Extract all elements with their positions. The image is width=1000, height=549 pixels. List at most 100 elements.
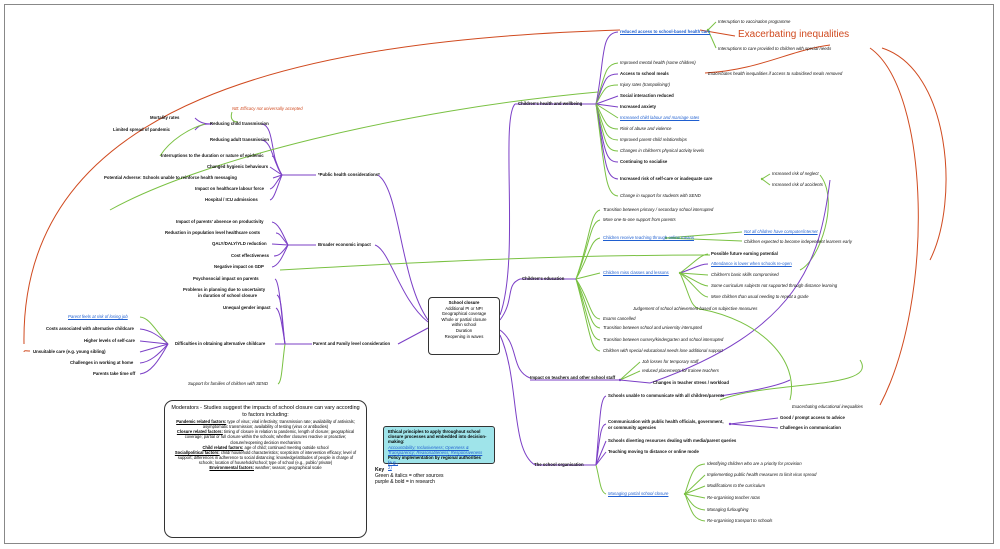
node-relationships: Improved parent-child relationships — [620, 137, 687, 142]
node-abuse: Risk of abuse and violence — [620, 126, 672, 131]
node-hospital: Hospital / ICU admissions — [205, 197, 258, 202]
node-anxiety: Increased anxiety — [620, 104, 657, 109]
node-efficacy-note: NB: Efficacy not universally accepted — [232, 106, 303, 111]
center-line: Geographical coverage — [441, 311, 487, 317]
moderator-text: type of virus; viral infectivity; transm… — [202, 419, 355, 430]
moderator-text: weather; season; geographical scale — [255, 465, 322, 471]
node-transition-primary: Transition between primary / secondary s… — [603, 207, 714, 212]
node-furloughing: Managing furloughing — [707, 507, 749, 512]
node-special-needs: Interruptions to care provided to childr… — [718, 46, 832, 51]
node-economic-item: Reduction in population level healthcare… — [165, 230, 261, 235]
branch-parent-family: Parent and Family level consideration — [313, 341, 391, 346]
moderator-label: Closure related factors: — [176, 429, 223, 435]
node-economic-item: Negative impact on GDP — [214, 264, 264, 269]
center-node-school-closure: School closure Additional PI or NPI Geog… — [428, 297, 500, 355]
ethics-policy-example-cont[interactable]: 2) — [388, 465, 392, 471]
node-activity: Changes in children's physical activity … — [620, 148, 705, 153]
edge-center-organisation — [499, 334, 536, 466]
node-independent: Children expected to become independent … — [744, 239, 852, 244]
edge-center-parent — [397, 327, 429, 345]
node-implementing: Implementing public health measures to l… — [707, 472, 817, 477]
node-communication-2: or community agencies — [608, 425, 656, 430]
edge-center-health — [499, 103, 516, 316]
node-exams-cancelled: Exams cancelled — [603, 316, 636, 321]
node-no-computer[interactable]: Not all children have computer/internet — [744, 229, 818, 234]
moderators-heading: Moderators - Studies suggest the impacts… — [171, 405, 360, 418]
ethics-box: Ethical principles to apply throughout s… — [383, 426, 495, 470]
node-online-teaching[interactable]: Children receive teaching through online… — [603, 235, 695, 240]
key-line-purple: purple & bold = in research — [375, 479, 435, 485]
node-planning-1: Problems in planning due to uncertainty — [183, 287, 266, 292]
node-hygienic: Changed hygienic behaviours — [207, 164, 269, 169]
edge-ph-adverse — [272, 174, 283, 179]
branch-public-health: *Public health considerations* — [318, 172, 380, 177]
node-transport: Re-organising transport to schools — [707, 518, 773, 523]
node-vaccination: Interruption to vaccination programme — [718, 19, 791, 24]
branch-health-wellbeing: Children's health and wellbeing — [518, 101, 583, 106]
moderator-text: age of child; continued meeting outside … — [244, 444, 329, 450]
node-self-care-risk: Increased risk of self-care or inadequat… — [620, 176, 713, 181]
edge-ph-interrupt — [271, 155, 283, 176]
center-line: Additional PI or NPI — [445, 305, 483, 311]
key-line-green: Green & italics = other sources — [375, 473, 444, 479]
center-line: within school — [451, 322, 477, 328]
moderator-label: Social/political factors: — [174, 449, 220, 455]
branch-education: Children's education — [522, 276, 565, 281]
exacerbating-inequalities-heading: Exacerbating inequalities — [738, 29, 850, 40]
node-modifications: Modifications to the curriculum — [707, 483, 766, 488]
ethics-principles-link[interactable]: Accountability; Inclusiveness; Openness … — [388, 444, 483, 455]
branch-teachers: Impact on teachers and other school staf… — [530, 375, 616, 380]
node-reduced-access[interactable]: reduced access to school-based health ca… — [620, 29, 711, 34]
edge-ph-hygiene — [269, 166, 283, 176]
ethics-policy-example-link[interactable]: (e.g., — [388, 460, 399, 466]
node-school-meals: Access to school meals — [620, 71, 669, 76]
node-judgement: Judgement of school achievement based on… — [633, 306, 758, 311]
legend-key: Key Green & italics = other sources purp… — [375, 467, 444, 485]
node-mental-health: Improved mental health (some children) — [620, 60, 696, 65]
node-attendance[interactable]: Attendance is lower when schools re-open — [711, 261, 792, 266]
node-one-to-one: More one-to-one support from parents — [603, 217, 676, 222]
node-good-prompt: Good / prompt access to advice — [780, 415, 845, 420]
node-send-change: Change in support for students with SEND — [620, 193, 701, 198]
node-reducing-child: Reducing child transmission — [210, 121, 269, 126]
edge-ph-hospital — [269, 174, 283, 201]
node-teacher-stress: Changes in teacher stress / workload — [653, 380, 729, 385]
node-social-reduced: Social interaction reduced — [620, 93, 674, 98]
node-reorganising-rotas: Re-organising teacher rotas — [707, 495, 761, 500]
node-labour-force: Impact on healthcare labour force — [195, 186, 265, 191]
node-socialise: Continuing to socialise — [620, 159, 668, 164]
node-self-care: Higher levels of self-care — [84, 338, 135, 343]
node-teaching-distance: Teaching moving to distance or online mo… — [608, 449, 699, 454]
node-miss-classes[interactable]: Children miss classes and lessons — [603, 270, 669, 275]
edge-center-public-health — [377, 174, 429, 321]
node-repeat-grade: More children than usual needing to repe… — [711, 294, 809, 299]
center-line: Whole or partial closure — [441, 316, 487, 322]
node-unable-communicate: Schools unable to communicate with all c… — [608, 393, 725, 398]
node-injury: Injury rates (trampolining!) — [620, 82, 670, 87]
node-diverting: Schools diverting resources dealing with… — [608, 438, 737, 443]
moderator-text: timing of closure in relation to pandemi… — [184, 429, 355, 445]
node-job-losses: Job losses for temporary staff — [642, 359, 699, 364]
node-planning-2: in duration of school closure — [198, 293, 257, 298]
node-difficulties-childcare: Difficulties in obtaining alternative ch… — [175, 341, 266, 346]
node-child-labour[interactable]: Increased child labour and marriage rate… — [620, 115, 700, 120]
node-gender: Unequal gender impact — [223, 305, 271, 310]
node-managing-partial[interactable]: Managing partial school closure — [608, 491, 669, 496]
center-title: School closure — [448, 300, 480, 305]
node-economic-item: Cost effectiveness — [231, 253, 269, 258]
node-losing-job[interactable]: Parent feels at risk of losing job — [68, 314, 128, 319]
node-limited-spread: Limited spread of pandemic — [113, 127, 171, 132]
node-mortality: Mortality rates — [150, 115, 180, 120]
mindmap-frame — [4, 4, 994, 544]
node-placements: reduced placements for trainee teachers — [642, 368, 719, 373]
branch-organisation: The school organisation — [534, 462, 584, 467]
edge-center-teachers — [499, 329, 531, 379]
edge-center-economic — [374, 244, 429, 323]
node-unsuitable-care: Unsuitable care (e.g. young sibling) — [33, 349, 106, 354]
node-support-send: Support for families of children with SE… — [188, 381, 269, 386]
node-send-additional: Children with special educational needs … — [603, 348, 723, 353]
node-time-off: Parents take time off — [93, 371, 136, 376]
arc-childcare-to-inequalities — [23, 29, 621, 345]
moderator-label: Environmental factors: — [209, 465, 254, 471]
